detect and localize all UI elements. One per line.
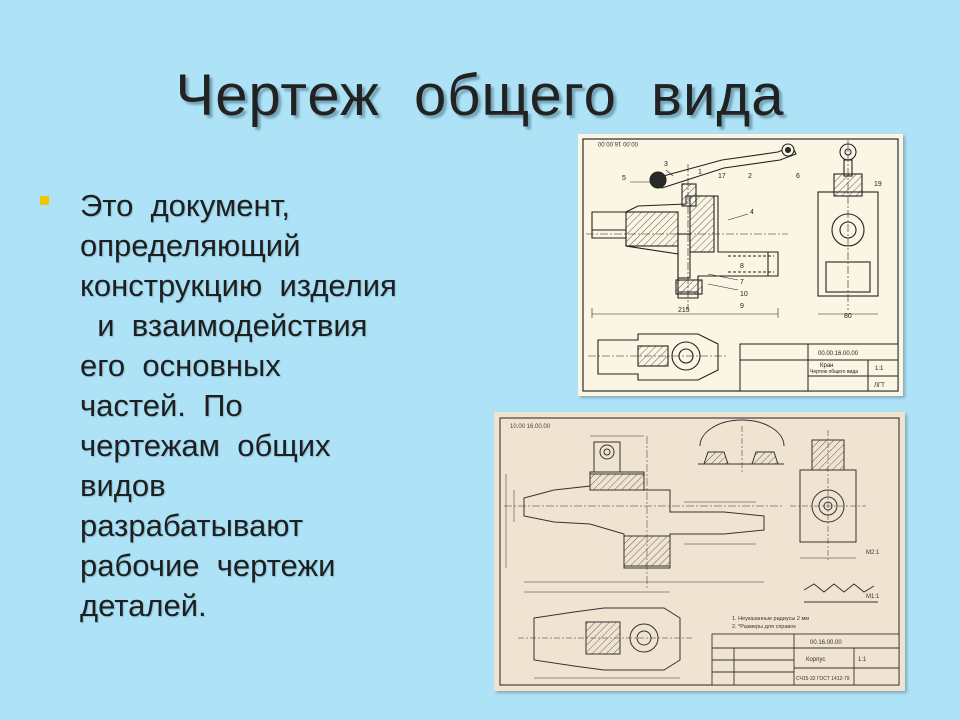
assembly-drawing-image: 00.00 16.00.00 <box>578 134 903 396</box>
slide-title: Чертеж общего вида <box>175 63 785 128</box>
bullet-line: частей. По <box>80 388 243 423</box>
part-number-label: 1 <box>698 169 702 176</box>
plan-view <box>588 333 728 381</box>
part-number-label: 8 <box>740 263 744 270</box>
part-number-label: 4 <box>750 209 754 216</box>
bullet-line: рабочие чертежи <box>80 548 336 583</box>
bullet-square-icon <box>40 196 49 205</box>
notes: 1. Неуказанные радиусы 2 мм 2. *Размеры … <box>732 616 809 630</box>
bullet-line: конструкцию изделия <box>80 268 397 303</box>
part-number-label: 5 <box>622 175 626 182</box>
bullet-line: и взаимодействия <box>80 308 368 343</box>
drawing-frame <box>499 417 900 686</box>
part-number-label: 17 <box>718 173 726 180</box>
note-line: 2. *Размеры для справок <box>732 624 796 630</box>
detail-side-view <box>790 430 866 562</box>
bullet-line: Это документ, <box>80 188 291 223</box>
part-number-label: 3 <box>664 161 668 168</box>
part-number-label: 9 <box>740 303 744 310</box>
part-number-label: 6 <box>796 173 800 180</box>
title-block <box>711 633 900 686</box>
detail-main-view <box>504 435 784 593</box>
doc-code-label: 00.00 16.00.00 <box>597 140 638 146</box>
bullet-line: его основных <box>80 348 281 383</box>
bullet-line: видов <box>80 468 166 503</box>
part-number-label: 2 <box>748 173 752 180</box>
bullet-list: Это документ, определяющий конструкцию и… <box>40 186 460 626</box>
title-block-scale: 1:1 <box>875 366 884 372</box>
title-block-name: Корпус <box>806 657 825 663</box>
title-block-org: ЛГТ <box>874 383 885 389</box>
note-line: 1. Неуказанные радиусы 2 мм <box>732 616 809 622</box>
title-block-material: СЧ15-32 ГОСТ 1412-79 <box>796 676 850 682</box>
scale-label: М1:1 <box>866 594 880 600</box>
side-view <box>817 140 879 315</box>
bullet-line: чертежам общих <box>80 428 331 463</box>
title-block-scale: 1:1 <box>858 657 867 663</box>
doc-code-label: 10.00 16.00.00 <box>510 424 551 430</box>
title-block-text: 00.00.16.00.00 Кран Чертеж общего вида 1… <box>810 351 885 389</box>
detail-section-view <box>698 419 785 474</box>
title-block-text: 00.16.00.00 Корпус 1:1 СЧ15-32 ГОСТ 1412… <box>796 640 867 682</box>
dimension-label: 215 <box>678 307 690 314</box>
bullet-paragraph: Это документ, определяющий конструкцию и… <box>80 186 460 626</box>
part-callouts: 5 3 1 2 6 17 4 8 7 10 9 19 215 80 <box>622 161 882 320</box>
detail-plan-view <box>518 607 694 679</box>
bullet-line: определяющий <box>80 228 301 263</box>
detail-drawing-image: 10.00 16.00.00 <box>494 412 905 691</box>
part-number-label: 19 <box>874 181 882 188</box>
bullet-line: деталей. <box>80 588 207 623</box>
part-number-label: 10 <box>740 291 748 298</box>
title-block-code: 00.00.16.00.00 <box>818 351 859 357</box>
part-number-label: 7 <box>740 279 744 286</box>
dimension-label: 80 <box>844 313 852 320</box>
title-block-name: Кран <box>820 363 833 369</box>
scale-labels: М2:1 М1:1 <box>866 550 880 600</box>
front-view <box>586 143 797 318</box>
scale-label: М2:1 <box>866 550 880 556</box>
title-block-code: 00.16.00.00 <box>810 640 842 646</box>
title-block <box>739 343 899 392</box>
bullet-line: разрабатывают <box>80 508 304 543</box>
thread-detail <box>803 583 878 603</box>
title-block-subtitle: Чертеж общего вида <box>810 369 858 375</box>
